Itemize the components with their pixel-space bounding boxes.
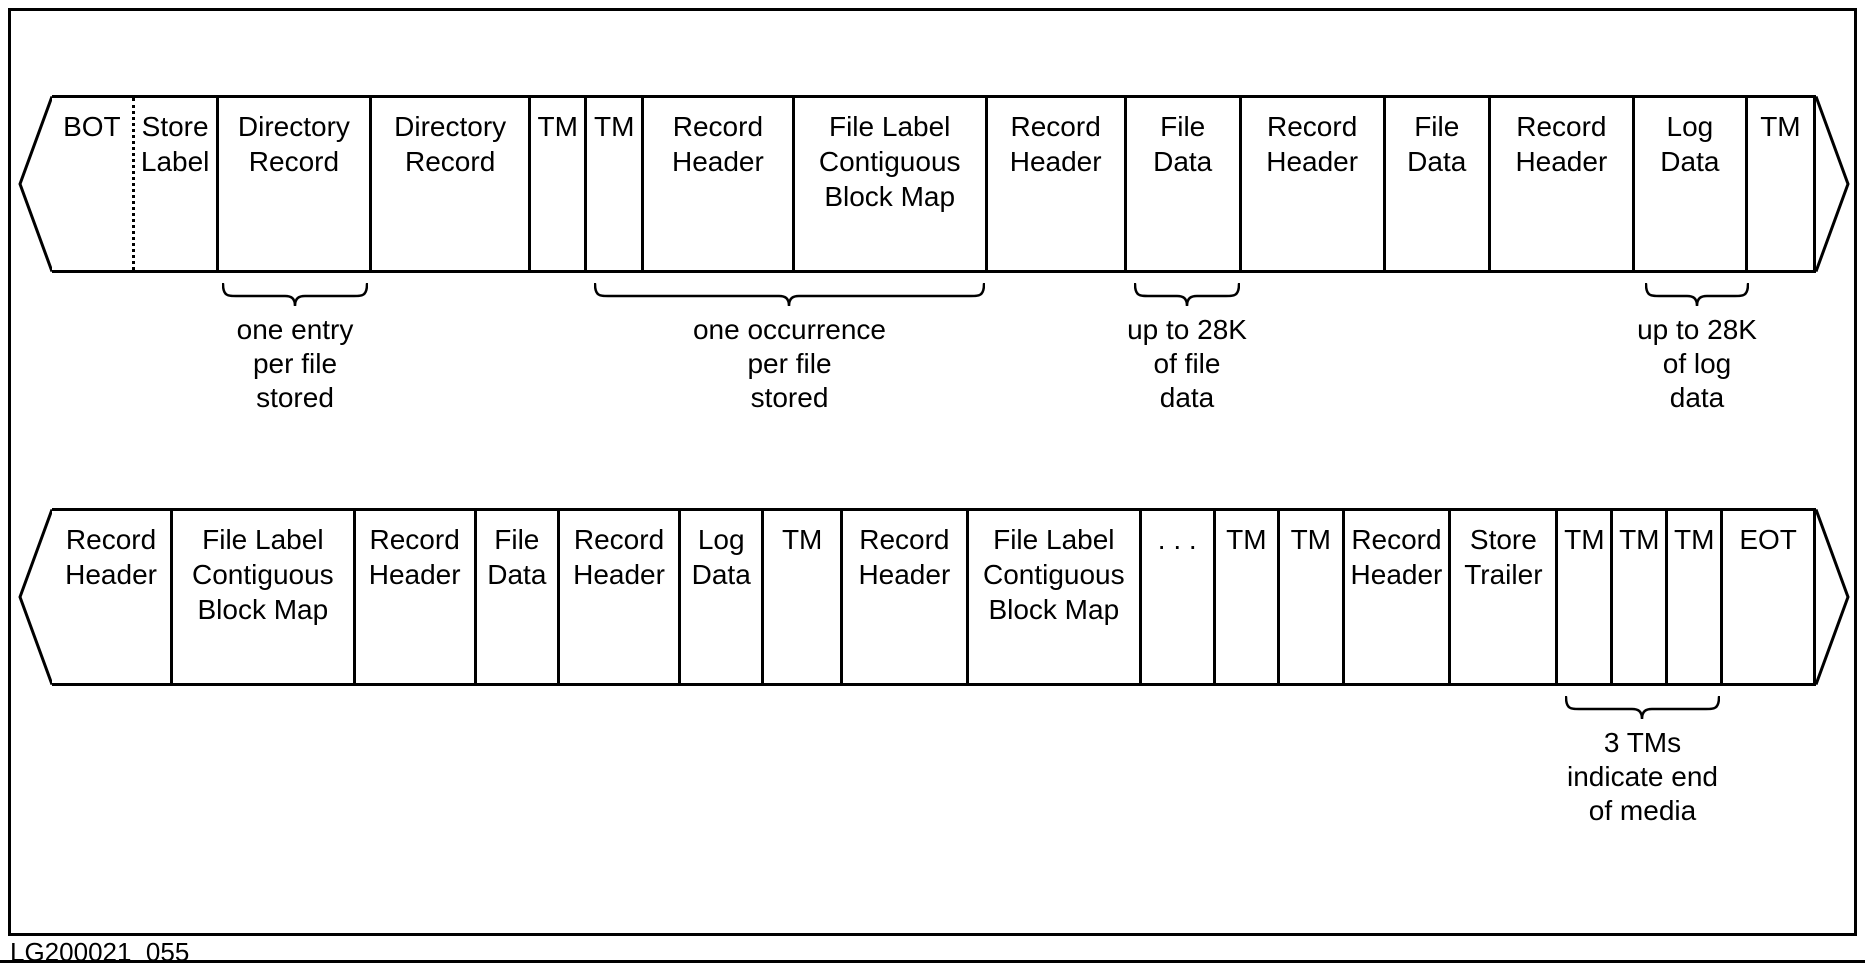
cell-label: File Data xyxy=(1153,111,1213,177)
cell-log-data: Log Data xyxy=(1631,98,1745,270)
cell-label: BOT xyxy=(63,111,121,142)
annotation-text: one entry per file stored xyxy=(236,314,354,413)
cell-label: File Label Contiguous Block Map xyxy=(818,111,961,212)
cell-label: File Label Contiguous Block Map xyxy=(982,524,1125,625)
cell-record-header: Record Header xyxy=(1341,511,1449,683)
annotation-text: 3 TMs indicate end of media xyxy=(1566,727,1718,826)
tape-torn-edge-right-icon xyxy=(1816,95,1850,273)
cell-record-header: Record Header xyxy=(352,511,474,683)
cell-label: Record Header xyxy=(368,524,461,590)
cell-label: Directory Record xyxy=(237,111,350,177)
cell-file-label-contiguous-block-map: File Label Contiguous Block Map xyxy=(791,98,985,270)
cell-file-label-contiguous-block-map: File Label Contiguous Block Map xyxy=(170,511,353,683)
cell-label: Record Header xyxy=(1009,111,1102,177)
annotation-text: up to 28K of log data xyxy=(1637,314,1757,413)
cell-label: Store Label xyxy=(140,111,210,177)
bottom-rule xyxy=(0,960,1865,963)
annotation-log-data-28k: up to 28K of log data xyxy=(1604,283,1790,415)
cell-tm: TM xyxy=(761,511,840,683)
tape-strip-1: BOT Store Label Directory Record Directo… xyxy=(18,95,1850,273)
brace-icon xyxy=(1645,283,1749,307)
cell-log-data: Log Data xyxy=(678,511,761,683)
tape-strip-2: Record Header File Label Contiguous Bloc… xyxy=(18,508,1850,686)
cell-ellipsis: . . . xyxy=(1138,511,1213,683)
cell-record-header: Record Header xyxy=(1238,98,1383,270)
brace-icon xyxy=(222,283,368,307)
annotation-file-data-28k: up to 28K of file data xyxy=(1094,283,1280,415)
cell-label: TM xyxy=(1226,524,1267,555)
cell-label: EOT xyxy=(1739,524,1797,555)
brace-icon xyxy=(594,283,985,307)
cell-label: TM xyxy=(1619,524,1660,555)
brace-icon xyxy=(1565,696,1720,720)
cell-file-data: File Data xyxy=(1123,98,1239,270)
cell-tm: TM xyxy=(1555,511,1610,683)
cell-label: Store Trailer xyxy=(1464,524,1543,590)
annotation-text: up to 28K of file data xyxy=(1127,314,1247,413)
cell-store-trailer: Store Trailer xyxy=(1448,511,1555,683)
cell-file-label-contiguous-block-map: File Label Contiguous Block Map xyxy=(965,511,1139,683)
cell-bot: BOT xyxy=(52,98,132,270)
cell-record-header: Record Header xyxy=(556,511,678,683)
cell-label: Record Header xyxy=(671,111,764,177)
cell-label: Record Header xyxy=(573,524,665,590)
cell-label: TM xyxy=(1760,111,1801,142)
annotation-three-tms: 3 TMs indicate end of media xyxy=(1525,696,1760,828)
annotation-one-occurrence: one occurrence per file stored xyxy=(534,283,1045,415)
cell-label: TM xyxy=(781,524,823,555)
cell-label: TM xyxy=(594,111,635,142)
cell-tm: TM xyxy=(1212,511,1277,683)
tape-torn-edge-left-icon xyxy=(18,95,52,273)
annotation-one-entry: one entry per file stored xyxy=(182,283,408,415)
cell-label: Record Header xyxy=(1350,524,1443,590)
cell-label: Log Data xyxy=(691,524,751,590)
cell-label: Record Header xyxy=(1515,111,1608,177)
cell-label: TM xyxy=(537,111,578,142)
cell-label: File Data xyxy=(1407,111,1467,177)
cell-label: File Label Contiguous Block Map xyxy=(192,524,334,625)
tape-cells-row-1: BOT Store Label Directory Record Directo… xyxy=(52,95,1817,273)
cell-label: TM xyxy=(1290,524,1332,555)
cell-record-header: Record Header xyxy=(640,98,792,270)
cell-label: Directory Record xyxy=(394,111,507,177)
cell-label: Record Header xyxy=(1266,111,1359,177)
cell-tm: TM xyxy=(1744,98,1817,270)
cell-file-data: File Data xyxy=(473,511,557,683)
annotation-text: one occurrence per file stored xyxy=(692,314,886,413)
cell-eot: EOT xyxy=(1720,511,1816,683)
cell-tm: TM xyxy=(584,98,641,270)
cell-directory-record-1: Directory Record xyxy=(215,98,370,270)
cell-tm: TM xyxy=(1610,511,1665,683)
cell-file-data: File Data xyxy=(1382,98,1488,270)
cell-record-header: Record Header xyxy=(52,511,170,683)
figure-border xyxy=(8,8,1857,936)
cell-record-header: Record Header xyxy=(1487,98,1632,270)
cell-label: Log Data xyxy=(1660,111,1720,177)
cell-label: TM xyxy=(1674,524,1715,555)
tape-torn-edge-right-icon xyxy=(1816,508,1850,686)
tape-cells-row-2: Record Header File Label Contiguous Bloc… xyxy=(52,508,1816,686)
cell-record-header: Record Header xyxy=(839,511,966,683)
cell-label: Record Header xyxy=(858,524,951,590)
cell-record-header: Record Header xyxy=(984,98,1124,270)
figure-caption: LG200021_055 xyxy=(10,937,190,963)
cell-label: TM xyxy=(1564,524,1605,555)
cell-label: Record Header xyxy=(65,524,157,590)
cell-tm: TM xyxy=(527,98,585,270)
cell-label: . . . xyxy=(1157,524,1197,555)
brace-icon xyxy=(1134,283,1240,307)
cell-store-label: Store Label xyxy=(131,98,216,270)
cell-directory-record-2: Directory Record xyxy=(369,98,528,270)
cell-tm: TM xyxy=(1277,511,1341,683)
cell-tm: TM xyxy=(1665,511,1720,683)
tape-torn-edge-left-icon xyxy=(18,508,52,686)
cell-label: File Data xyxy=(487,524,547,590)
